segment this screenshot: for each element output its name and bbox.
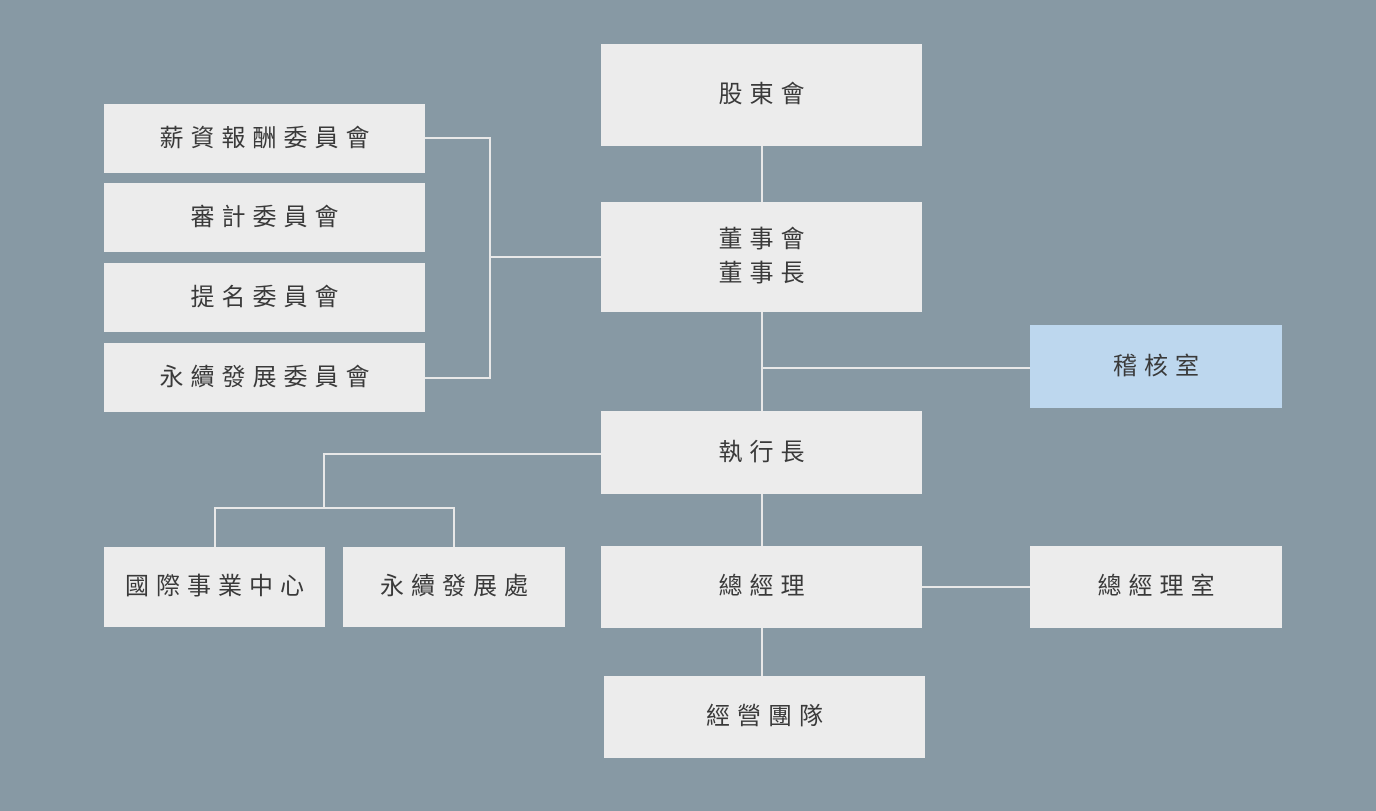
connector-sustainability-bracket bbox=[425, 377, 491, 379]
connector-ceo-general-manager bbox=[761, 493, 763, 547]
node-nomination-committee-label: 提名委員會 bbox=[190, 283, 346, 311]
connector-compensation-bracket bbox=[425, 137, 491, 139]
node-general-manager-office: 總經理室 bbox=[1030, 546, 1282, 628]
connector-drop-international-center bbox=[214, 507, 216, 548]
node-board: 董事會 董事長 bbox=[601, 202, 922, 312]
node-audit-office-label: 稽核室 bbox=[1113, 352, 1206, 380]
connector-board-audit-office bbox=[761, 367, 1030, 369]
node-international-business-center: 國際事業中心 bbox=[104, 547, 325, 627]
connector-gm-management-team bbox=[761, 627, 763, 677]
connector-left-branch-horizontal bbox=[214, 507, 455, 509]
node-sustainability-division: 永續發展處 bbox=[343, 547, 565, 627]
node-management-team: 經營團隊 bbox=[604, 676, 925, 758]
node-audit-office: 稽核室 bbox=[1030, 325, 1282, 408]
node-board-label-line2: 董事長 bbox=[718, 260, 812, 287]
node-ceo: 執行長 bbox=[601, 411, 922, 494]
node-shareholders-label: 股東會 bbox=[718, 81, 812, 109]
node-compensation-committee-label: 薪資報酬委員會 bbox=[159, 124, 377, 152]
connector-committees-bracket-vertical bbox=[489, 137, 491, 379]
connector-bracket-board bbox=[489, 256, 602, 258]
node-general-manager: 總經理 bbox=[601, 546, 922, 628]
node-general-manager-label: 總經理 bbox=[718, 573, 812, 601]
connector-shareholders-board bbox=[761, 146, 763, 203]
connector-board-ceo bbox=[761, 311, 763, 412]
node-board-label-line1: 董事會 bbox=[718, 226, 812, 254]
node-sustainability-division-label: 永續發展處 bbox=[380, 573, 535, 601]
node-ceo-label: 執行長 bbox=[718, 438, 812, 466]
node-sustainability-committee: 永續發展委員會 bbox=[104, 343, 425, 412]
node-audit-committee-label: 審計委員會 bbox=[190, 203, 346, 231]
node-audit-committee: 審計委員會 bbox=[104, 183, 425, 252]
node-international-business-center-label: 國際事業中心 bbox=[125, 573, 311, 601]
node-nomination-committee: 提名委員會 bbox=[104, 263, 425, 332]
connector-ceo-left-branch bbox=[323, 453, 601, 455]
connector-gm-gm-office bbox=[922, 586, 1030, 588]
node-management-team-label: 經營團隊 bbox=[706, 703, 830, 731]
node-compensation-committee: 薪資報酬委員會 bbox=[104, 104, 425, 173]
connector-left-branch-vertical bbox=[323, 453, 325, 509]
node-sustainability-committee-label: 永續發展委員會 bbox=[159, 363, 377, 391]
node-general-manager-office-label: 總經理室 bbox=[1097, 573, 1222, 601]
connector-drop-sustainability-division bbox=[453, 507, 455, 548]
node-shareholders: 股東會 bbox=[601, 44, 922, 146]
